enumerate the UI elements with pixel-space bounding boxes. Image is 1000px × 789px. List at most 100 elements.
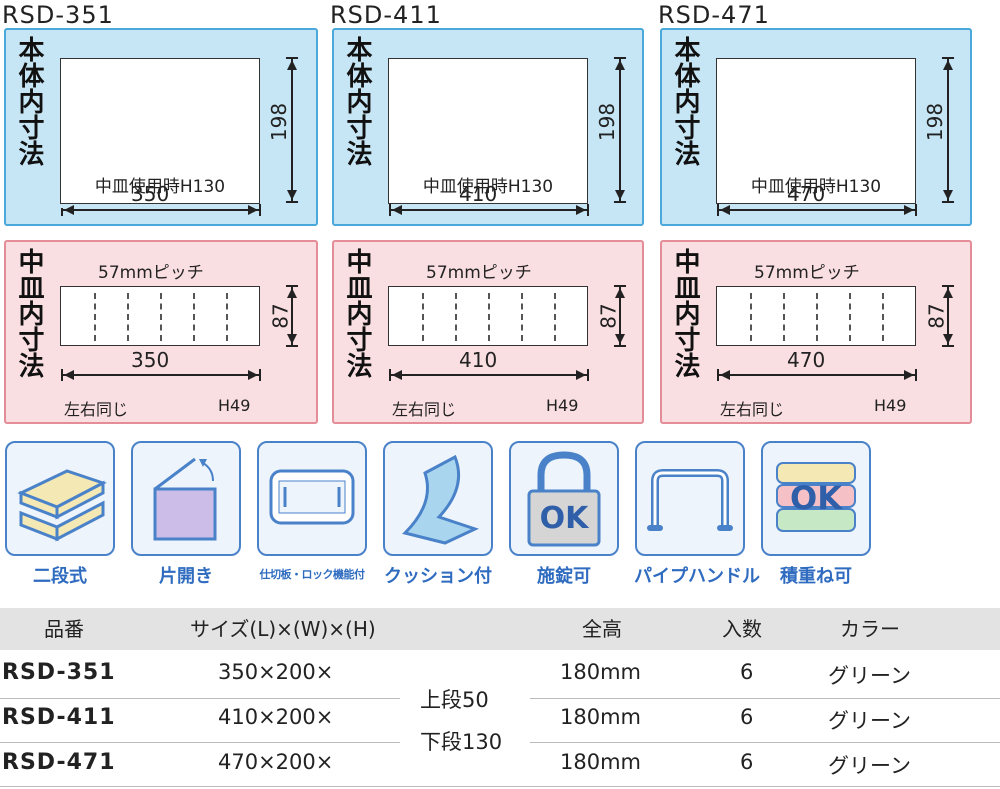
tray-dimension-panel-411: 中皿内寸法 57mmピッチ 410 87 左右同じ H49: [332, 240, 644, 424]
stackable-ok-icon: OK: [761, 441, 871, 556]
pitch-line: [193, 293, 195, 341]
pitch-line: [422, 293, 424, 341]
col-header-size: サイズ(L)×(W)×(H): [190, 617, 376, 641]
row-model: RSD-351: [2, 660, 116, 685]
tray-label-text: 中皿内寸法: [14, 248, 44, 378]
ok-text: OK: [539, 501, 589, 536]
body-dimension-label: 本体内寸法: [342, 36, 372, 166]
body-height-value: 198: [595, 102, 620, 142]
pitch-line: [94, 293, 96, 341]
body-dimension-panel-471: 本体内寸法 中皿使用時H130 470 198: [660, 28, 972, 226]
height-lower: 下段130: [420, 730, 503, 754]
tray-width-value: 350: [131, 348, 170, 372]
col-header-total-height: 全高: [582, 617, 622, 641]
pitch-line: [816, 293, 818, 341]
body-inner-rect: 中皿使用時H130: [716, 58, 916, 204]
body-inner-rect: 中皿使用時H130: [60, 58, 260, 204]
pipe-handle-icon: [635, 441, 745, 556]
dimension-arrows: [61, 57, 298, 216]
tray-height-value: 87: [596, 303, 621, 329]
body-height-value: 198: [267, 102, 292, 142]
tray-depth: H49: [874, 396, 907, 415]
pitch-line: [160, 293, 162, 341]
tray-pitch: 57mmピッチ: [98, 263, 204, 283]
row-size: 350×200×: [218, 660, 334, 684]
feature-label-pipe-handle: パイプハンドル: [634, 566, 760, 587]
same-both-sides: 左右同じ: [64, 400, 129, 419]
dimension-arrows: [717, 57, 954, 216]
body-width-value: 470: [787, 182, 826, 206]
dimension-arrows: [717, 285, 954, 381]
tray-pitch: 57mmピッチ: [426, 263, 532, 283]
padlock-ok-icon: OK: [509, 441, 619, 556]
row-total-height: 180mm: [560, 705, 641, 729]
tray-use-note: 中皿使用時H130: [750, 177, 882, 197]
tray-use-note: 中皿使用時H130: [422, 177, 554, 197]
tray-label-text: 中皿内寸法: [342, 248, 372, 378]
tray-dimension-panel-351: 中皿内寸法 57mmピッチ 350 87 左右同じ H49: [4, 240, 318, 424]
tray-depth: H49: [218, 396, 251, 415]
model-title-351: RSD-351: [2, 1, 114, 29]
tray-depth: H49: [546, 396, 579, 415]
row-size: 470×200×: [218, 750, 334, 774]
col-header-color: カラー: [840, 617, 900, 641]
dimension-arrows: [389, 285, 626, 381]
body-height-value: 198: [923, 102, 948, 142]
same-both-sides: 左右同じ: [392, 400, 457, 419]
row-total-height: 180mm: [560, 750, 641, 774]
row-color: グリーン: [828, 664, 911, 688]
ok-text: OK: [790, 479, 842, 517]
row-quantity: 6: [740, 705, 754, 729]
pitch-line: [521, 293, 523, 341]
tray-inner-rect: [60, 286, 260, 346]
divider-lock-icon: [257, 441, 367, 556]
row-divider: [530, 698, 1000, 699]
pitch-line: [127, 293, 129, 341]
row-color: グリーン: [828, 709, 911, 733]
one-side-open-icon: [131, 441, 241, 556]
pitch-line: [783, 293, 785, 341]
body-label-text: 本体内寸法: [14, 36, 44, 166]
tray-width-value: 410: [459, 348, 498, 372]
row-quantity: 6: [740, 750, 754, 774]
pitch-line: [554, 293, 556, 341]
col-header-model: 品番: [44, 617, 84, 641]
tray-inner-rect: [716, 286, 916, 346]
table-header: [0, 608, 1000, 650]
row-total-height: 180mm: [560, 660, 641, 684]
height-upper: 上段50: [420, 688, 489, 712]
pitch-line: [750, 293, 752, 341]
body-dimension-label: 本体内寸法: [14, 36, 44, 166]
row-divider: [530, 742, 1000, 743]
row-divider: [0, 698, 400, 699]
row-model: RSD-471: [2, 750, 116, 775]
pitch-line: [882, 293, 884, 341]
tray-dimension-label: 中皿内寸法: [670, 248, 700, 378]
two-tier-icon: [5, 441, 115, 556]
tray-dimension-label: 中皿内寸法: [342, 248, 372, 378]
model-title-411: RSD-411: [330, 1, 442, 29]
tray-dimension-panel-471: 中皿内寸法 57mmピッチ 470 87 左右同じ H49: [660, 240, 972, 424]
body-width-value: 410: [459, 182, 498, 206]
dimension-arrows: [389, 57, 626, 216]
row-divider: [0, 786, 1000, 787]
row-size: 410×200×: [218, 705, 334, 729]
tray-dimension-label: 中皿内寸法: [14, 248, 44, 378]
pitch-line: [849, 293, 851, 341]
dimension-arrows: [61, 285, 298, 381]
tray-pitch: 57mmピッチ: [754, 263, 860, 283]
body-label-text: 本体内寸法: [670, 36, 700, 166]
row-quantity: 6: [740, 660, 754, 684]
pitch-line: [455, 293, 457, 341]
pitch-line: [488, 293, 490, 341]
feature-label-divider-lock: 仕切板・ロック機能付: [259, 568, 366, 581]
body-dimension-label: 本体内寸法: [670, 36, 700, 166]
pitch-line: [226, 293, 228, 341]
col-header-quantity: 入数: [722, 617, 762, 641]
body-inner-rect: 中皿使用時H130: [388, 58, 588, 204]
body-dimension-panel-351: 本体内寸法 中皿使用時H130 350 198: [4, 28, 318, 226]
feature-label-lockable: 施錠可: [537, 566, 591, 587]
tray-label-text: 中皿内寸法: [670, 248, 700, 378]
tray-inner-rect: [388, 286, 588, 346]
feature-label-two-tier: 二段式: [33, 566, 87, 587]
